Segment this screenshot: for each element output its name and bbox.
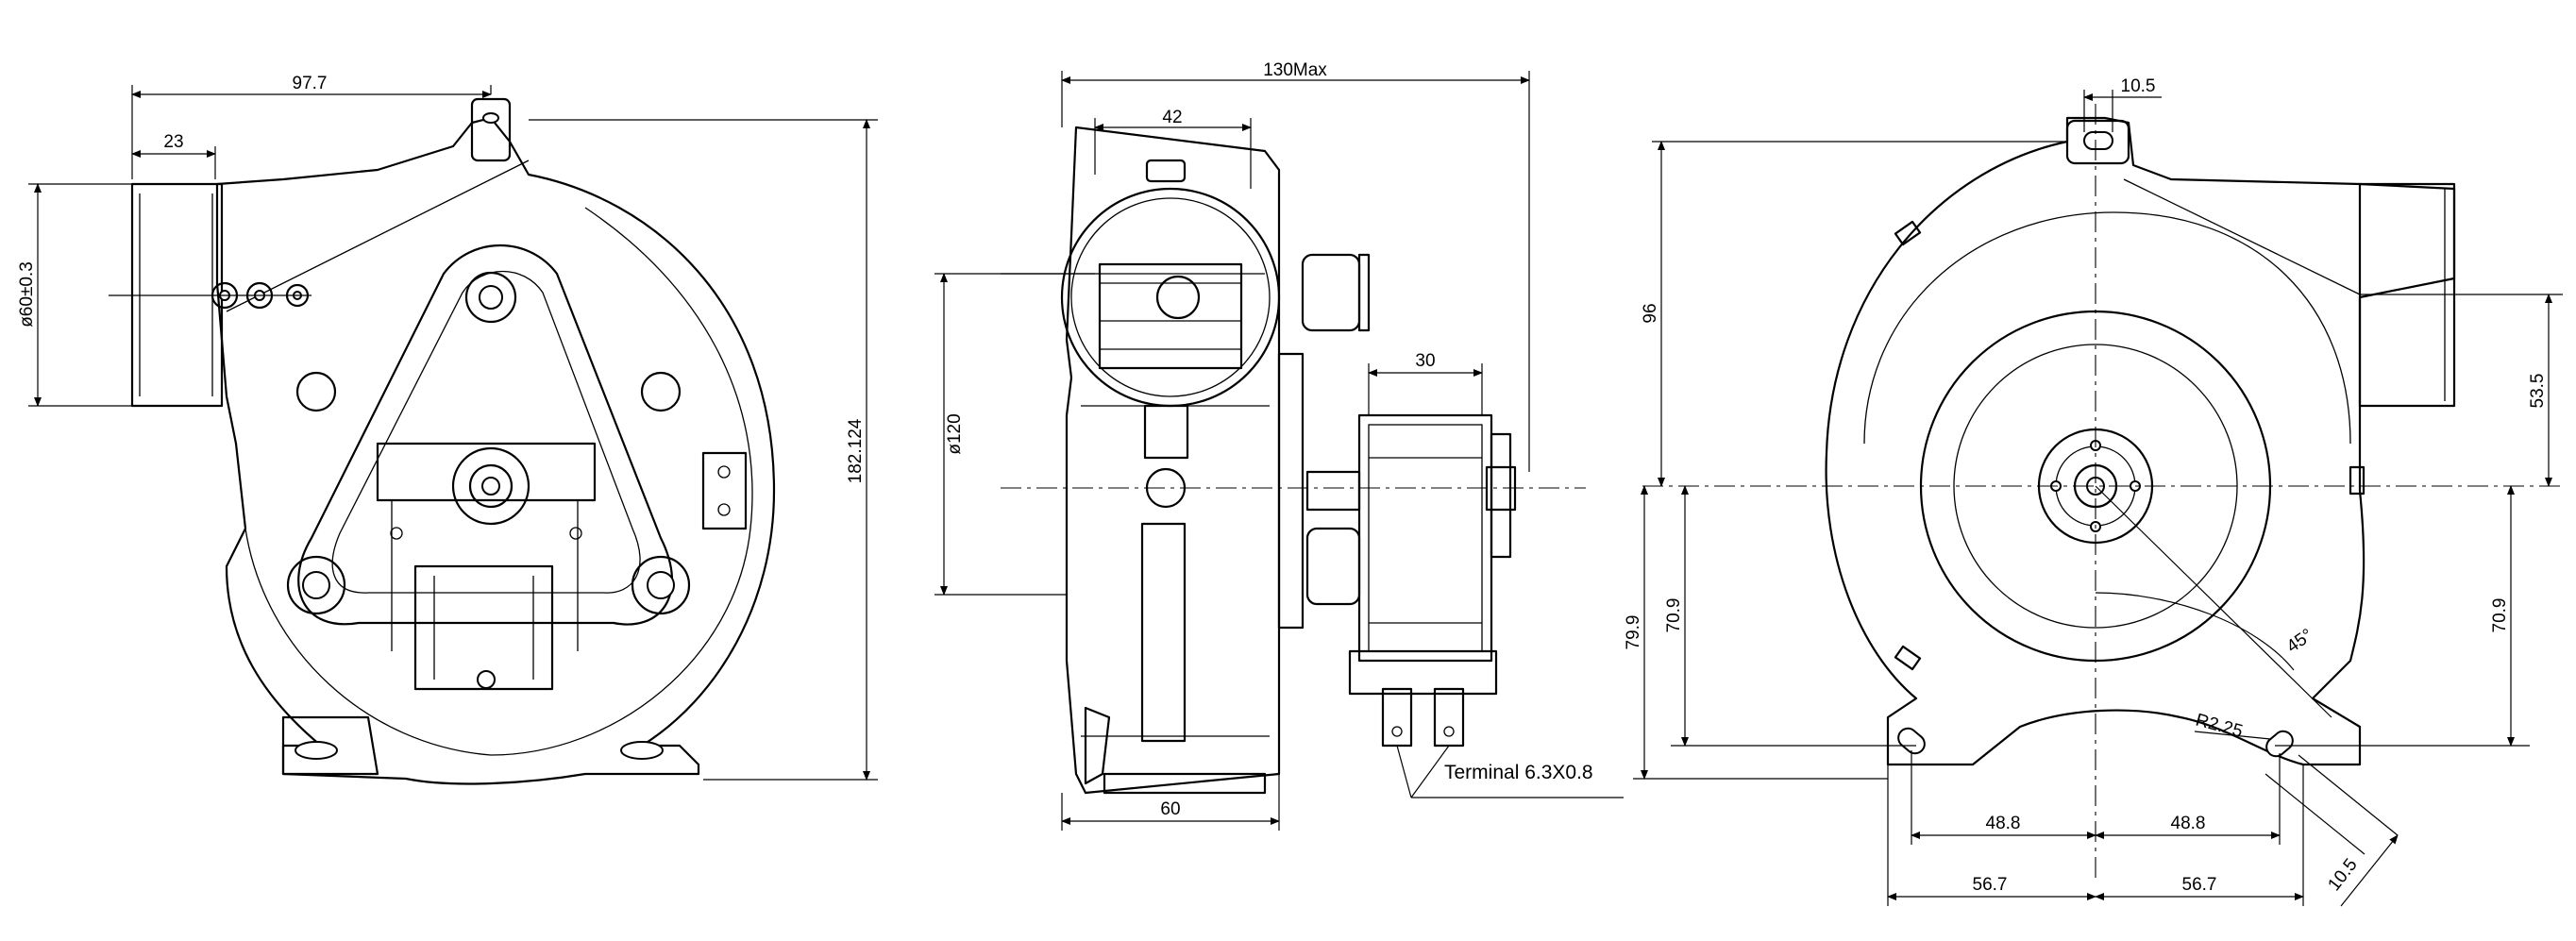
- left-motor-frame: [376, 442, 597, 502]
- left-dim-width-inlet: 23: [163, 132, 183, 152]
- middle-terminal-note: Terminal 6.3X0.8: [1444, 762, 1593, 783]
- right-dim-foot-height-b: 70.9: [1664, 598, 1684, 633]
- middle-dim-inlet-offset: 42: [1162, 108, 1182, 127]
- middle-dim-overall-length: 130Max: [1263, 60, 1327, 80]
- left-foot-slot-left: [295, 741, 338, 760]
- middle-dim-housing-diameter: ø120: [945, 413, 965, 454]
- middle-inlet-ring: [1060, 187, 1281, 408]
- right-dim-radius: R2.25: [2194, 711, 2245, 742]
- right-dim-hole-spacing-right: 48.8: [2171, 814, 2206, 833]
- right-dim-foot-height-a: 79.9: [1624, 615, 1643, 650]
- left-dim-inlet-diameter: ø60±0.3: [17, 261, 37, 328]
- middle-view: 130Max 42 ø120 30 60 Terminal 6.3X0.8: [934, 60, 1624, 831]
- middle-terminal-right: [1433, 687, 1465, 748]
- middle-motor: [1357, 413, 1493, 663]
- right-foot-slot-right: [2265, 730, 2294, 758]
- right-foot-slot-left: [1897, 727, 1926, 755]
- right-dim-slot-width: 10.5: [2324, 855, 2361, 895]
- left-dim-height: 182.124: [846, 418, 866, 483]
- left-foot-slot-right: [620, 741, 664, 760]
- middle-dim-motor-width: 30: [1415, 351, 1435, 371]
- right-dim-foot-spacing-left: 56.7: [1973, 875, 2008, 895]
- left-motor-hub: [451, 446, 530, 526]
- middle-dim-depth: 60: [1160, 799, 1180, 819]
- left-dim-width-total: 97.7: [293, 74, 328, 93]
- left-motor-coil: [413, 564, 554, 691]
- right-dim-hole-spacing-left: 48.8: [1986, 814, 2021, 833]
- left-motor-bracket: [297, 244, 673, 626]
- right-dim-foot-height-c: 70.9: [2490, 598, 2510, 633]
- right-dim-top-height: 96: [1641, 303, 1660, 323]
- right-view: 10.5 96 53.5 79.9 70.9 70.9 45° R2.25 48…: [1624, 76, 2563, 907]
- right-housing-outline: [1825, 116, 2456, 766]
- middle-terminal-left: [1381, 687, 1413, 748]
- right-dim-angle: 45°: [2283, 625, 2317, 657]
- left-view: 97.7 23 ø60±0.3 182.124: [17, 74, 878, 785]
- right-dim-foot-spacing-right: 56.7: [2182, 875, 2217, 895]
- right-dim-lug-width: 10.5: [2121, 76, 2156, 96]
- right-dim-outlet-offset: 53.5: [2528, 374, 2548, 409]
- middle-housing-body: [1065, 126, 1281, 795]
- left-housing-outline: [215, 116, 776, 785]
